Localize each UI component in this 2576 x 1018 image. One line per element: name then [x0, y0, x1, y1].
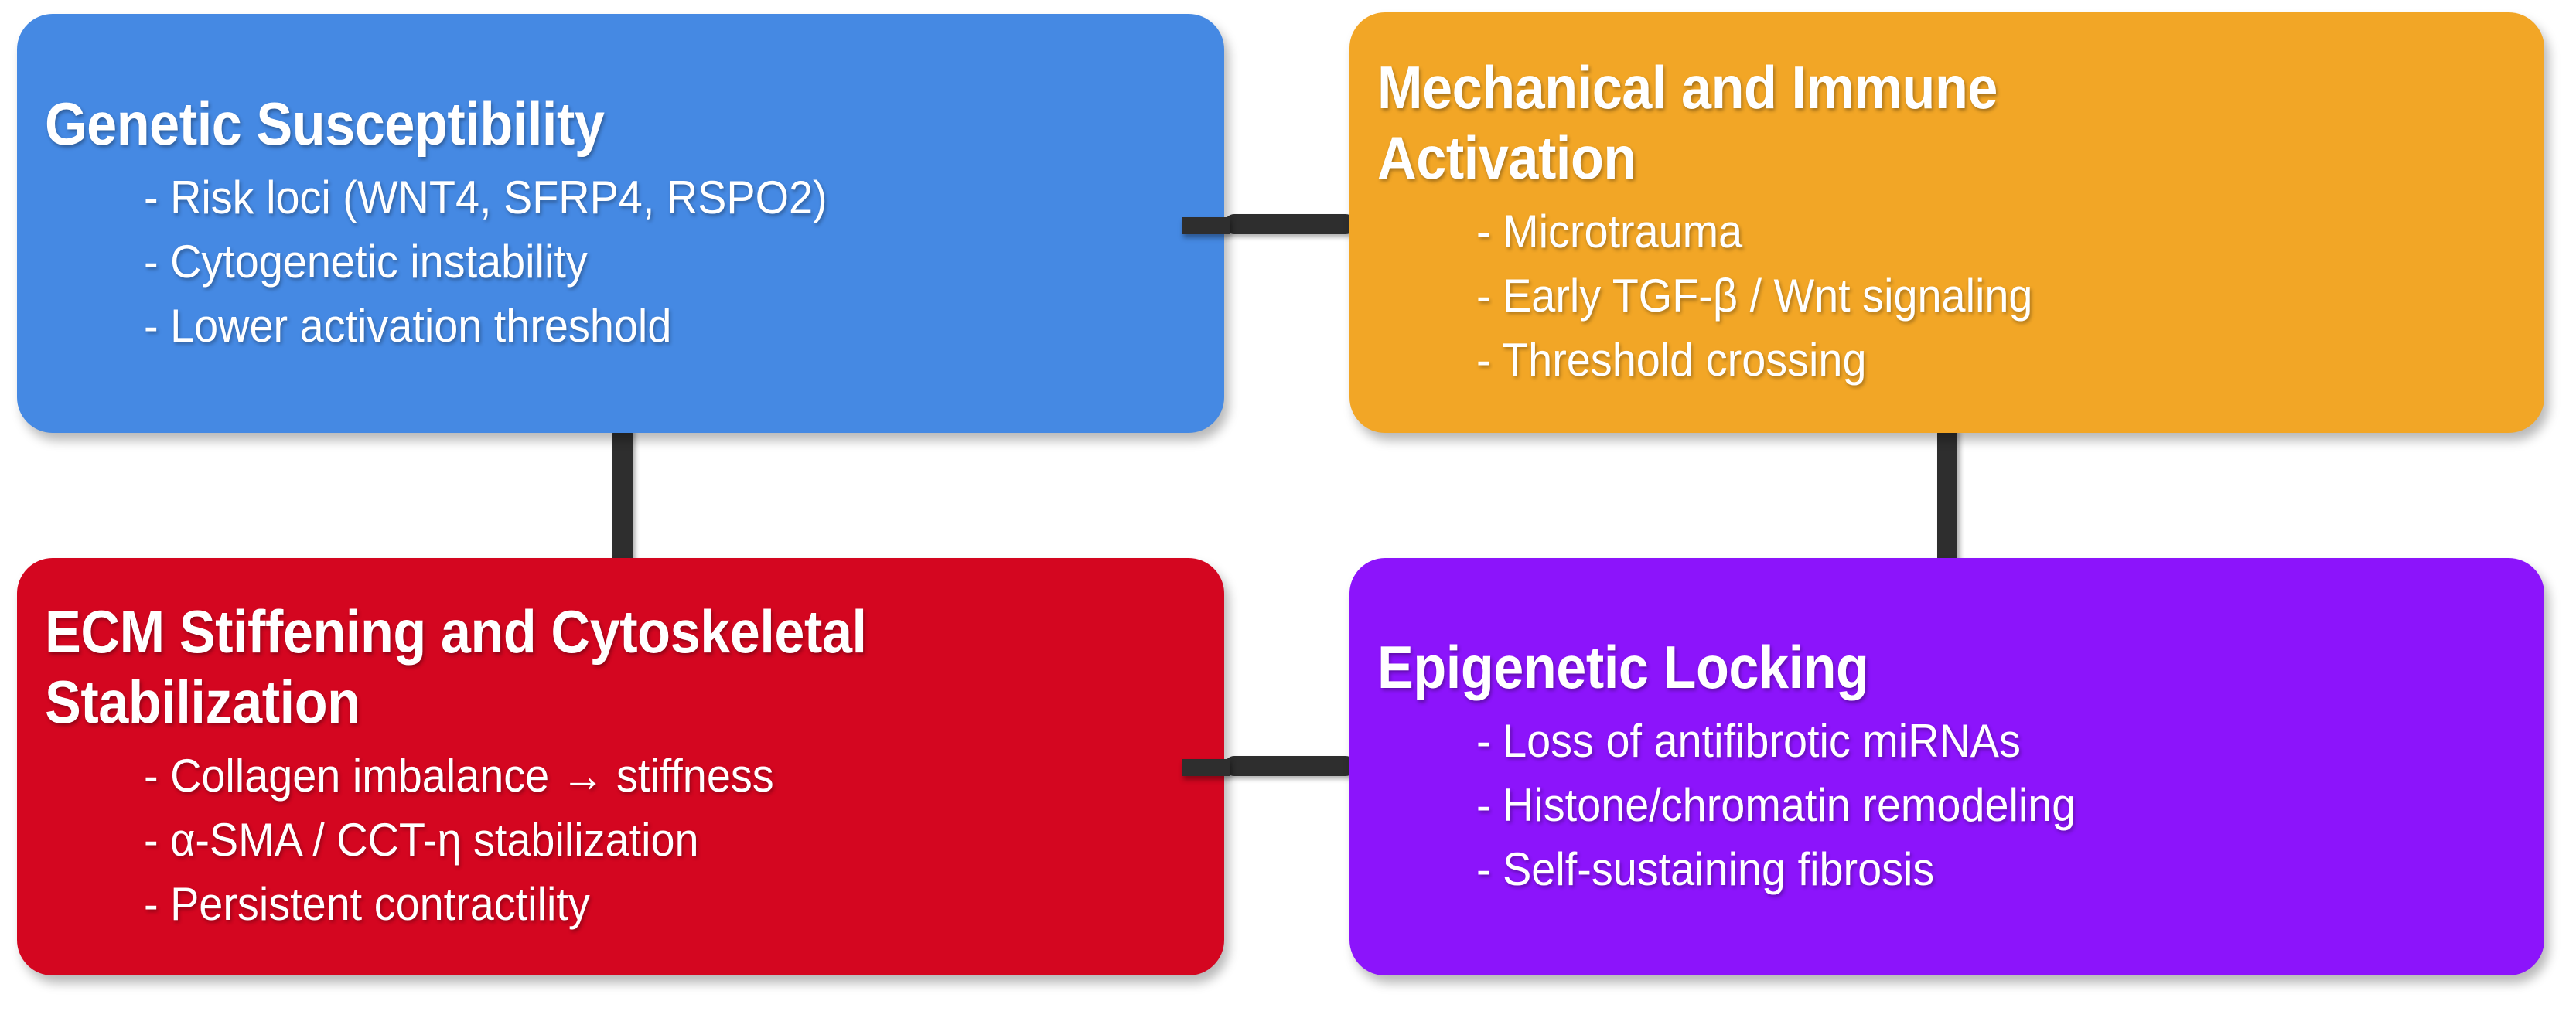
node-genetic-susceptibility[interactable]: Genetic Susceptibility - Risk loci (WNT4… [17, 14, 1224, 433]
node-title-mechanical-immune-activation: Mechanical and Immune Activation [1377, 53, 1998, 192]
node-title-genetic-susceptibility: Genetic Susceptibility [45, 89, 605, 158]
connector-genetic-to-mechanical-stub [1182, 217, 1230, 234]
connector-genetic-to-ecm-line [612, 424, 633, 584]
list-item: - Persistent contractility [144, 877, 590, 930]
node-list-genetic-susceptibility: - Risk loci (WNT4, SFRP4, RSPO2) - Cytog… [45, 166, 1198, 358]
list-item: - Threshold crossing [1476, 333, 1867, 386]
node-list-mechanical-immune-activation: - Microtrauma - Early TGF-β / Wnt signal… [1377, 200, 2518, 392]
list-item: - Risk loci (WNT4, SFRP4, RSPO2) [144, 172, 827, 224]
list-item: - Cytogenetic instability [144, 235, 588, 288]
node-title-ecm-stiffening: ECM Stiffening and Cytoskeletal Stabiliz… [45, 598, 867, 736]
node-epigenetic-locking[interactable]: Epigenetic Locking - Loss of antifibroti… [1349, 558, 2544, 975]
connector-genetic-to-mechanical-line [1224, 214, 1356, 234]
node-list-ecm-stiffening: - Collagen imbalance → stiffness - α-SMA… [45, 744, 1198, 936]
list-item: - Early TGF-β / Wnt signaling [1476, 270, 2033, 322]
node-mechanical-immune-activation[interactable]: Mechanical and Immune Activation - Micro… [1349, 12, 2544, 433]
connector-ecm-to-epigenetic-line [1224, 756, 1356, 776]
node-list-epigenetic-locking: - Loss of antifibrotic miRNAs - Histone/… [1377, 710, 2518, 901]
connector-ecm-to-epigenetic-stub [1182, 759, 1230, 776]
list-item: - Microtrauma [1476, 206, 1743, 258]
list-item: - Lower activation threshold [144, 299, 672, 352]
node-ecm-stiffening-cytoskeletal-stabilization[interactable]: ECM Stiffening and Cytoskeletal Stabiliz… [17, 558, 1224, 975]
list-item: - Loss of antifibrotic miRNAs [1476, 715, 2021, 768]
node-title-epigenetic-locking: Epigenetic Locking [1377, 632, 1869, 701]
list-item: - Histone/chromatin remodeling [1476, 778, 2076, 831]
list-item: - α-SMA / CCT-η stabilization [144, 814, 699, 866]
list-item: - Collagen imbalance → stiffness [144, 750, 774, 802]
list-item: - Self-sustaining fibrosis [1476, 843, 1935, 895]
connector-mechanical-to-epigenetic-line [1937, 424, 1957, 584]
